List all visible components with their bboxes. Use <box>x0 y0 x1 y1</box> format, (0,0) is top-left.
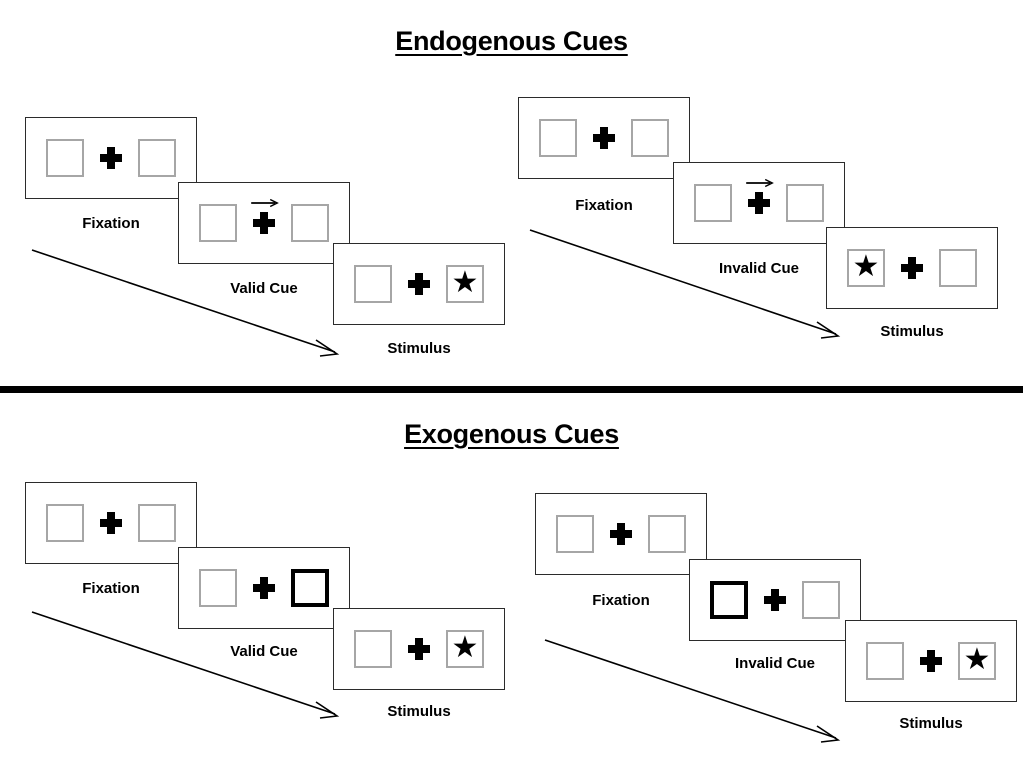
panel-endogenous-invalid-stimulus: ★ <box>826 227 998 309</box>
plus-icon <box>253 212 275 234</box>
plus-icon <box>253 577 275 599</box>
caption-endogenous-invalid-fixation: Fixation <box>575 197 633 214</box>
placeholder-box-right <box>138 139 176 177</box>
target-box-right: ★ <box>446 630 484 668</box>
placeholder-box-left <box>199 204 237 242</box>
plus-icon <box>764 589 786 611</box>
caption-exogenous-valid-stimulus: Stimulus <box>387 703 451 720</box>
fixation-cross-wrap <box>918 639 944 683</box>
arrow-right-icon <box>250 198 280 208</box>
cued-box-left <box>710 581 748 619</box>
section-title-exogenous: Exogenous Cues <box>404 419 619 449</box>
arrow-right-icon <box>745 178 775 188</box>
panel-exogenous-invalid-fixation <box>535 493 707 575</box>
panel-exogenous-valid-cue <box>178 547 350 629</box>
caption-exogenous-invalid-cue: Invalid Cue <box>734 655 816 672</box>
fixation-cross-wrap <box>98 136 124 180</box>
section-divider <box>0 386 1023 393</box>
caption-exogenous-valid-fixation: Fixation <box>82 580 140 597</box>
placeholder-box-right <box>786 184 824 222</box>
panel-exogenous-valid-stimulus: ★ <box>333 608 505 690</box>
panel-endogenous-invalid-fixation <box>518 97 690 179</box>
caption-exogenous-invalid-fixation: Fixation <box>592 592 650 609</box>
placeholder-box-left <box>354 265 392 303</box>
target-box-left: ★ <box>847 249 885 287</box>
fixation-cross-wrap <box>406 627 432 671</box>
fixation-cross-wrap <box>406 262 432 306</box>
panel-exogenous-invalid-stimulus: ★ <box>845 620 1017 702</box>
placeholder-box-left <box>539 119 577 157</box>
panel-endogenous-valid-fixation <box>25 117 197 199</box>
plus-icon <box>408 273 430 295</box>
fixation-cross-wrap <box>98 501 124 545</box>
target-box-right: ★ <box>446 265 484 303</box>
placeholder-box-right <box>802 581 840 619</box>
flow-arrow-endogenous-invalid <box>528 228 853 343</box>
placeholder-box-left <box>866 642 904 680</box>
placeholder-box-right <box>631 119 669 157</box>
placeholder-box-left <box>694 184 732 222</box>
plus-icon <box>748 192 770 214</box>
caption-exogenous-invalid-stimulus: Stimulus <box>899 715 963 732</box>
fixation-cross-wrap <box>608 512 634 556</box>
placeholder-box-right <box>291 204 329 242</box>
placeholder-box-left <box>354 630 392 668</box>
placeholder-box-right <box>939 249 977 287</box>
placeholder-box-right <box>648 515 686 553</box>
placeholder-box-left <box>199 569 237 607</box>
plus-icon <box>100 147 122 169</box>
placeholder-box-left <box>46 504 84 542</box>
placeholder-box-left <box>46 139 84 177</box>
star-icon: ★ <box>451 631 479 664</box>
target-box-right: ★ <box>958 642 996 680</box>
star-icon: ★ <box>852 250 880 283</box>
flow-arrow-endogenous-valid <box>30 248 350 363</box>
plus-icon <box>593 127 615 149</box>
panel-endogenous-valid-cue <box>178 182 350 264</box>
fixation-cross-wrap <box>899 246 925 290</box>
caption-exogenous-valid-cue: Valid Cue <box>230 643 298 660</box>
panel-exogenous-invalid-cue <box>689 559 861 641</box>
panel-endogenous-invalid-cue <box>673 162 845 244</box>
panel-exogenous-valid-fixation <box>25 482 197 564</box>
fixation-cross-wrap <box>762 578 788 622</box>
fixation-cross-wrap <box>250 198 280 245</box>
fixation-cross-wrap <box>251 566 277 610</box>
caption-endogenous-valid-fixation: Fixation <box>82 215 140 232</box>
star-icon: ★ <box>963 643 991 676</box>
section-title-endogenous: Endogenous Cues <box>395 26 628 56</box>
plus-icon <box>901 257 923 279</box>
placeholder-box-right <box>138 504 176 542</box>
fixation-cross-wrap <box>591 116 617 160</box>
plus-icon <box>100 512 122 534</box>
caption-endogenous-invalid-cue: Invalid Cue <box>718 260 800 277</box>
plus-icon <box>920 650 942 672</box>
caption-endogenous-valid-stimulus: Stimulus <box>387 340 451 357</box>
cued-box-right <box>291 569 329 607</box>
caption-endogenous-valid-cue: Valid Cue <box>230 280 298 297</box>
placeholder-box-left <box>556 515 594 553</box>
panel-endogenous-valid-stimulus: ★ <box>333 243 505 325</box>
plus-icon <box>408 638 430 660</box>
star-icon: ★ <box>451 266 479 299</box>
plus-icon <box>610 523 632 545</box>
fixation-cross-wrap <box>745 178 775 225</box>
caption-endogenous-invalid-stimulus: Stimulus <box>880 323 944 340</box>
